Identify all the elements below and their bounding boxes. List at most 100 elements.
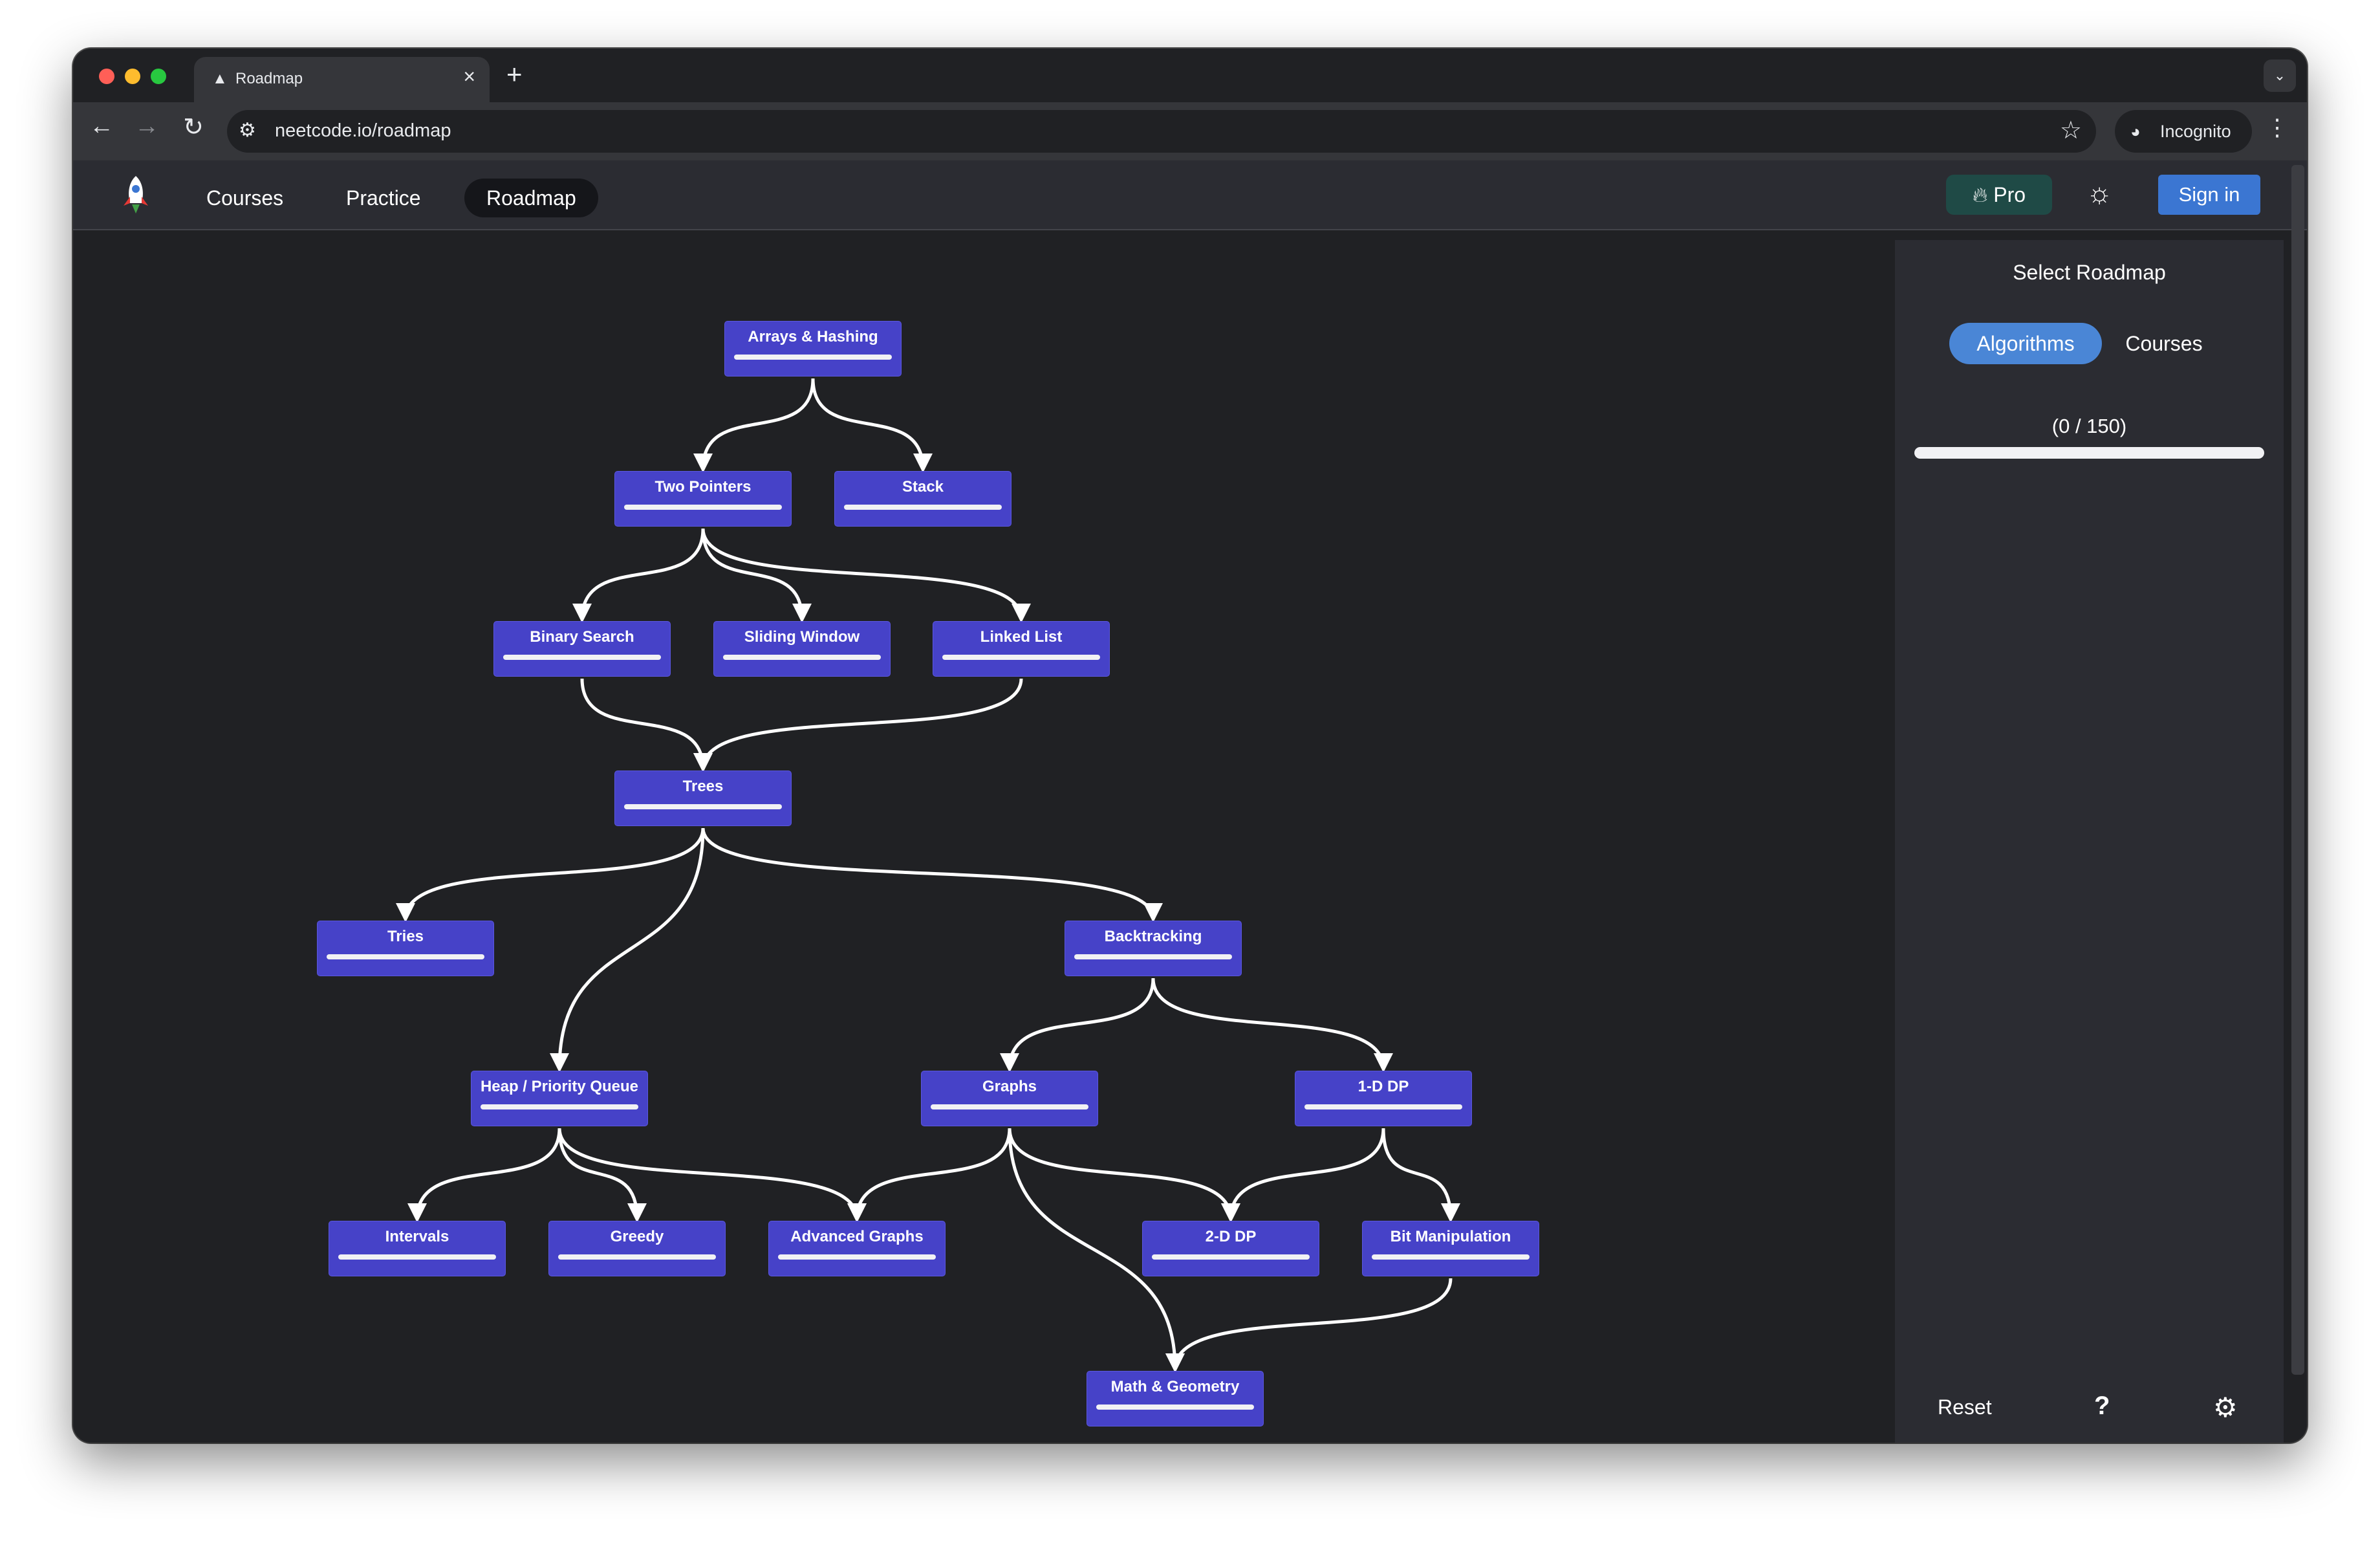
node-progress-bar [1074,954,1232,959]
toggle-courses[interactable]: Courses [2125,332,2203,355]
roadmap-node-slidingwindow[interactable]: Sliding Window [714,622,890,676]
node-progress-bar [734,355,892,360]
edge-heap-to-advgraphs [557,1128,867,1223]
roadmap-node-intervals[interactable]: Intervals [329,1221,505,1276]
roadmap-node-label: Advanced Graphs [790,1228,924,1245]
theme-toggle-sun-icon[interactable]: ☼ [2086,177,2113,209]
roadmap-node-label: Heap / Priority Queue [480,1078,639,1095]
pro-button[interactable]: 🔥︎ Pro [1946,175,2052,215]
node-progress-bar [1152,1254,1310,1260]
roadmap-node-math[interactable]: Math & Geometry [1087,1372,1263,1426]
nav-courses[interactable]: Courses [206,186,284,210]
roadmap-node-label: Two Pointers [654,478,752,496]
gear-icon[interactable]: ⚙ [2213,1392,2238,1423]
tab-strip: ▲ Roadmap × + ⌄ [73,49,2307,102]
edge-backtracking-to-graphs [1000,978,1155,1073]
tab-search-button[interactable]: ⌄ [2264,60,2296,92]
browser-toolbar: ← → ↻ ⚙ neetcode.io/roadmap ☆ ◕ Incognit… [73,102,2307,160]
roadmap-node-linkedlist[interactable]: Linked List [933,622,1109,676]
close-window-button[interactable] [99,69,114,84]
roadmap-node-bitmanip[interactable]: Bit Manipulation [1363,1221,1539,1276]
rocket-logo-icon[interactable] [117,175,155,215]
node-progress-bar [624,505,782,510]
address-bar[interactable]: ⚙ neetcode.io/roadmap ☆ [227,110,2096,153]
reload-icon[interactable]: ↻ [183,114,204,141]
edge-binarysearch-to-trees [580,678,713,772]
edge-trees-to-heap [550,827,705,1073]
minimize-window-button[interactable] [125,69,140,84]
roadmap-node-arrays[interactable]: Arrays & Hashing [725,322,901,376]
roadmap-node-binarysearch[interactable]: Binary Search [494,622,670,676]
browser-tab[interactable]: ▲ Roadmap × [194,57,490,102]
roadmap-node-trees[interactable]: Trees [615,771,791,825]
roadmap-node-twopointers[interactable]: Two Pointers [615,472,791,526]
nav-practice[interactable]: Practice [346,186,421,210]
edge-dp1-to-dp2 [1221,1128,1385,1223]
node-progress-bar [931,1104,1088,1109]
plus-icon[interactable]: + [506,59,523,89]
roadmap-node-label: Bit Manipulation [1390,1228,1511,1245]
roadmap-node-label: Intervals [385,1228,449,1245]
roadmap-node-tries[interactable]: Tries [318,921,493,976]
roadmap-node-label: Greedy [610,1228,664,1245]
node-progress-bar [1372,1254,1530,1260]
close-icon[interactable]: × [463,65,475,88]
sign-in-button[interactable]: Sign in [2158,175,2260,215]
roadmap-node-backtracking[interactable]: Backtracking [1065,921,1241,976]
nav-roadmap[interactable]: Roadmap [464,179,598,217]
edge-trees-to-tries [396,827,705,923]
roadmap-node-label: Trees [682,778,724,795]
edge-heap-to-greedy [557,1128,647,1223]
roadmap-node-dp1[interactable]: 1-D DP [1295,1071,1471,1126]
edge-twopointers-to-slidingwindow [701,528,812,623]
reset-button[interactable]: Reset [1938,1395,1992,1419]
roadmap-node-advgraphs[interactable]: Advanced Graphs [769,1221,945,1276]
edge-heap-to-intervals [407,1128,561,1223]
edge-bitmanip-to-math [1165,1278,1453,1373]
node-progress-bar [778,1254,936,1260]
site-settings-icon[interactable]: ⚙ [239,120,256,141]
back-icon[interactable]: ← [89,113,114,140]
panel-title: Select Roadmap [2013,261,2166,284]
forward-icon[interactable]: → [135,113,159,140]
edge-graphs-to-dp2 [1008,1128,1240,1223]
maximize-window-button[interactable] [151,69,166,84]
node-progress-bar [503,655,661,660]
roadmap-node-label: Graphs [982,1078,1037,1095]
menu-icon[interactable]: ⋮ [2266,114,2289,140]
roadmap-node-graphs[interactable]: Graphs [922,1071,1098,1126]
roadmap-selector-panel: Select Roadmap Algorithms Courses (0 / 1… [1895,240,2284,1443]
roadmap-edges [396,378,1460,1373]
roadmap-node-label: Backtracking [1104,928,1202,945]
roadmap-node-greedy[interactable]: Greedy [549,1221,725,1276]
edge-trees-to-backtracking [701,827,1163,923]
page-scrollbar[interactable] [2291,165,2304,1375]
pro-label: Pro [1993,183,2026,206]
edge-twopointers-to-binarysearch [572,528,705,623]
edge-linkedlist-to-trees [693,678,1023,772]
incognito-indicator[interactable]: ◕ Incognito [2115,110,2252,153]
flame-icon: 🔥︎ [1972,183,1988,206]
roadmap-node-heap[interactable]: Heap / Priority Queue [471,1071,647,1126]
roadmap-node-stack[interactable]: Stack [835,472,1011,526]
node-progress-bar [844,505,1002,510]
node-progress-bar [1096,1404,1254,1410]
overall-progress-bar [1914,447,2264,459]
chevron-down-icon: ⌄ [2273,67,2286,83]
browser-window: ▲ Roadmap × + ⌄ ← → ↻ ⚙ neetcode.io/road… [73,49,2307,1443]
rocket-favicon-icon: ▲ [212,70,228,87]
roadmap-node-label: Sliding Window [744,628,860,646]
site-header: Courses Practice Roadmap 🔥︎ Pro ☼ Sign i… [73,160,2307,230]
url-text[interactable]: neetcode.io/roadmap [275,120,451,141]
edge-arrays-to-stack [811,378,933,473]
toggle-algorithms[interactable]: Algorithms [1949,323,2102,364]
edge-graphs-to-advgraphs [847,1128,1012,1223]
node-progress-bar [481,1104,638,1109]
edge-backtracking-to-dp1 [1151,978,1393,1073]
roadmap-node-dp2[interactable]: 2-D DP [1143,1221,1319,1276]
roadmap-node-label: Math & Geometry [1110,1378,1240,1395]
star-icon[interactable]: ☆ [2059,117,2082,144]
incognito-label: Incognito [2160,122,2231,141]
node-progress-bar [624,804,782,809]
help-button[interactable]: ? [2094,1392,2110,1420]
